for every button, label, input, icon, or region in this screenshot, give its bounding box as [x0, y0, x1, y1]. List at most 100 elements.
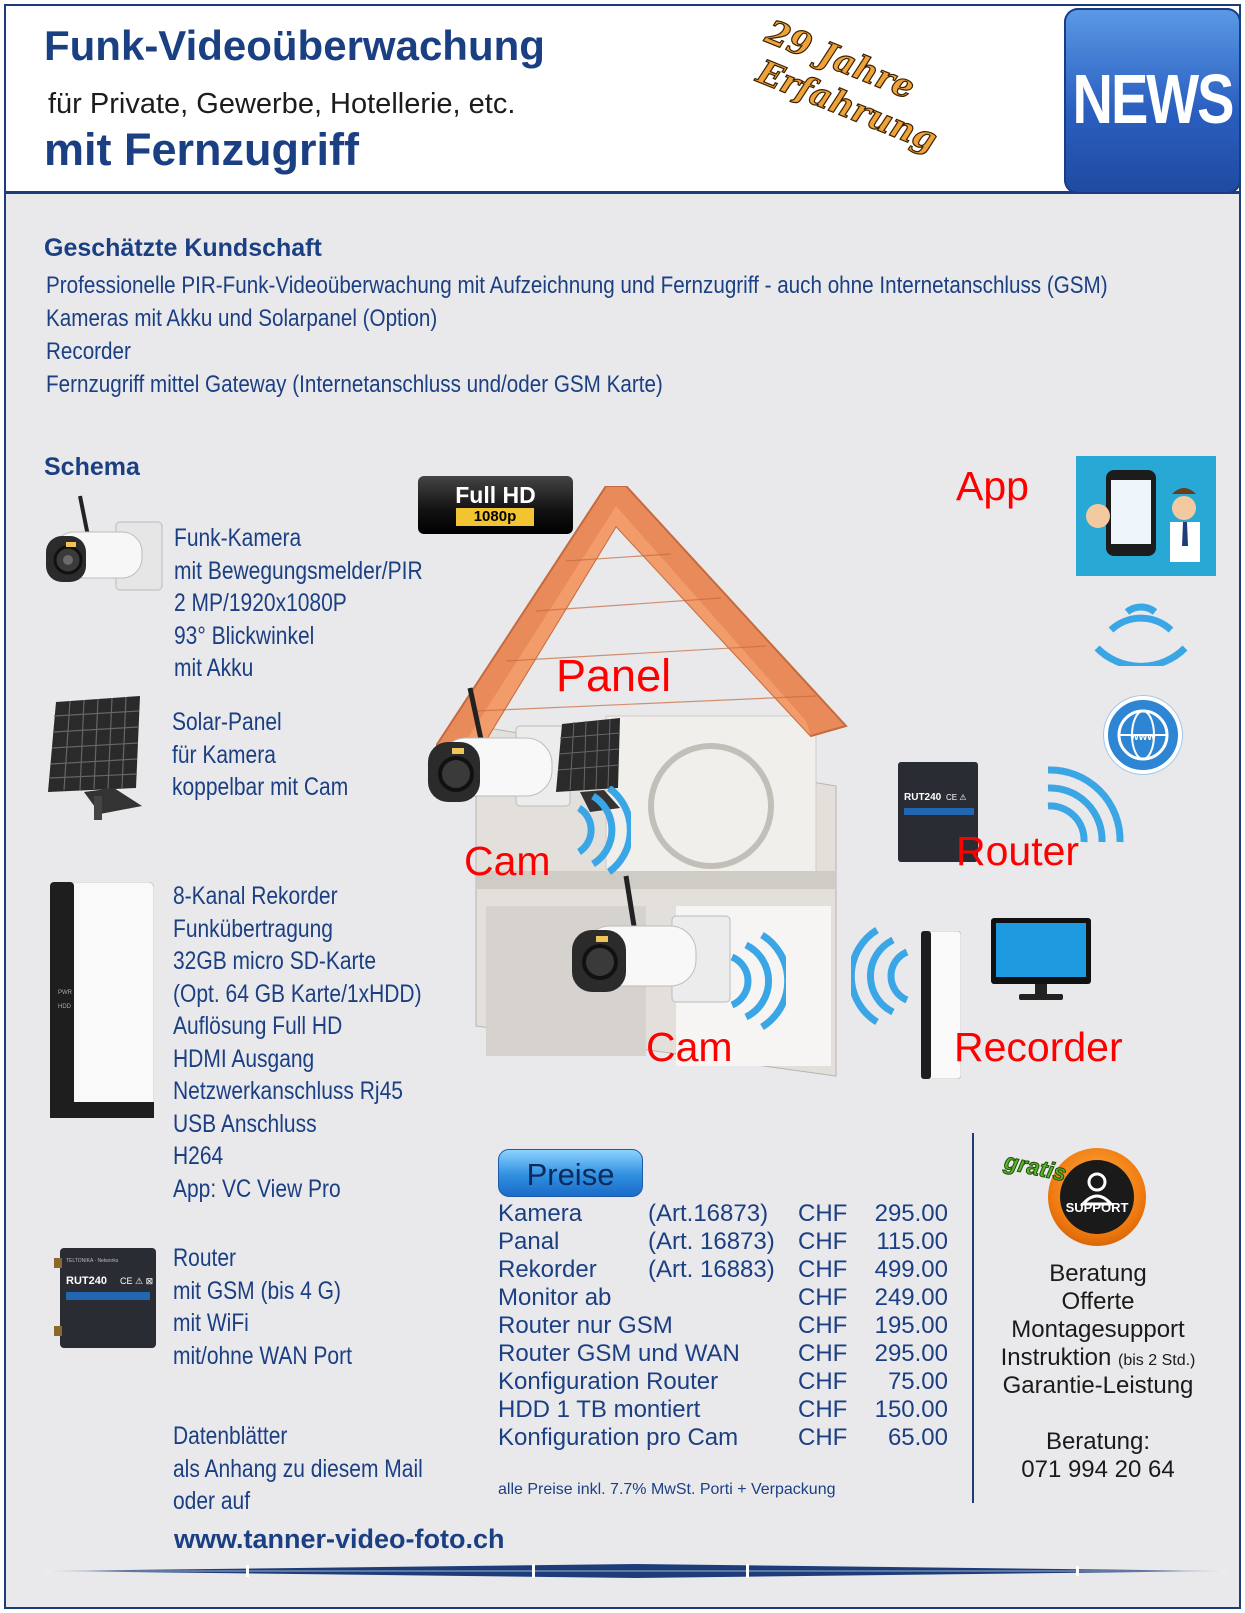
router-spec: mit WiFi [173, 1309, 249, 1337]
support-person-icon [1060, 1160, 1134, 1234]
label-recorder: Recorder [954, 1024, 1123, 1070]
recorder-spec: Auflösung Full HD [173, 1012, 343, 1040]
price-value: 249.00 [874, 1284, 948, 1311]
price-currency: CHF [798, 1228, 848, 1255]
label-app: App [956, 463, 1029, 509]
price-item: Router GSM und WAN [498, 1340, 740, 1367]
recorder-spec: Netzwerkanschluss Rj45 [173, 1077, 403, 1105]
price-item: Konfiguration Router [498, 1368, 719, 1395]
svg-text:HDD: HDD [58, 1004, 72, 1010]
price-currency: CHF [798, 1284, 848, 1311]
recorder-product-image: PWR HDD [50, 882, 154, 1118]
solar-spec: Solar-Panel [172, 708, 282, 736]
instruktion-note: (bis 2 Std.) [1118, 1352, 1196, 1369]
camera-product-image [46, 495, 163, 591]
price-item: Konfiguration pro Cam [498, 1424, 739, 1451]
price-currency: CHF [798, 1424, 848, 1451]
service-item: Beratung [1049, 1260, 1147, 1287]
router-spec: Router [173, 1244, 237, 1272]
footer-divider [46, 1564, 1226, 1578]
camera-spec: mit Akku [174, 654, 254, 682]
price-item: Rekorder [498, 1256, 597, 1283]
price-currency: CHF [798, 1200, 848, 1227]
camera-spec: 93° Blickwinkel [174, 621, 315, 650]
website-link[interactable]: www.tanner-video-foto.ch [174, 1524, 505, 1554]
recorder-spec: Funkübertragung [173, 914, 333, 943]
recorder-spec: App: VC View Pro [173, 1174, 341, 1203]
label-cam-top: Cam [464, 838, 551, 884]
price-value: 499.00 [874, 1256, 948, 1283]
router-spec: mit/ohne WAN Port [173, 1341, 352, 1370]
price-item: Panal [498, 1228, 560, 1255]
solar-panel-product-image [48, 696, 142, 820]
phone-icon [1086, 470, 1200, 562]
wifi-waves-router [1047, 766, 1124, 843]
support-badge: SUPPORT [1048, 1148, 1146, 1246]
label-panel: Panel [556, 650, 672, 701]
camera-spec: Funk-Kamera [174, 524, 302, 552]
page-title-second-line: mit Fernzugriff [44, 124, 359, 175]
svg-text:CE ⚠ ⊠: CE ⚠ ⊠ [120, 1276, 153, 1286]
price-value: 115.00 [876, 1228, 948, 1255]
datasheet-note: Datenblätter als Anhang zu diesem Mail o… [173, 1420, 423, 1518]
wifi-waves-app [1094, 603, 1188, 666]
router-brand: TELTONIKA · Networks [66, 1258, 119, 1264]
experience-stamp: 29 Jahre Erfahrung [751, 11, 944, 168]
camera-spec: mit Bewegungsmelder/PIR [174, 556, 423, 585]
intro-line: Professionelle PIR-Funk-Videoüberwachung… [46, 272, 1108, 299]
prices-heading-button: Preise [498, 1149, 643, 1197]
solar-spec: für Kamera [172, 740, 276, 769]
recorder-spec: HDMI Ausgang [173, 1044, 315, 1073]
recorder-spec: 8-Kanal Rekorder [173, 882, 338, 910]
price-article: (Art. 16883) [648, 1256, 775, 1283]
datasheet-line: Datenblätter [173, 1422, 288, 1450]
schema-heading: Schema [44, 453, 140, 481]
label-router: Router [956, 828, 1080, 874]
datasheet-line: als Anhang zu diesem Mail [173, 1454, 423, 1483]
price-currency: CHF [798, 1368, 848, 1395]
service-item: Garantie-Leistung [1002, 1372, 1194, 1399]
router-model: RUT240 [66, 1275, 107, 1287]
instruktion-text: Instruktion [1000, 1344, 1112, 1371]
price-value: 150.00 [874, 1396, 948, 1423]
column-divider [972, 1133, 974, 1503]
router-product-image: TELTONIKA · Networks RUT240 CE ⚠ ⊠ [54, 1248, 156, 1348]
internet-globe-icon: www [1104, 696, 1182, 774]
phone-number: 071 994 20 64 [1021, 1456, 1175, 1483]
recorder-spec: USB Anschluss [173, 1109, 317, 1138]
diagram-monitor [991, 918, 1091, 1000]
greeting-heading: Geschätzte Kundschaft [44, 234, 322, 262]
price-item: Router nur GSM [498, 1312, 673, 1339]
price-value: 295.00 [874, 1340, 948, 1367]
price-article: (Art. 16873) [648, 1228, 775, 1255]
intro-line: Kameras mit Akku und Solarpanel (Option) [46, 305, 438, 332]
service-item: Montagesupport [1011, 1316, 1185, 1343]
recorder-spec: (Opt. 64 GB Karte/1xHDD) [173, 979, 422, 1008]
globe-label: www [1129, 731, 1156, 743]
camera-description: Funk-Kamera mit Bewegungsmelder/PIR 2 MP… [174, 522, 423, 685]
service-item-instruktion: Instruktion (bis 2 Std.) [978, 1344, 1218, 1372]
price-footnote: alle Preise inkl. 7.7% MwSt. Porti + Ver… [498, 1481, 836, 1498]
price-item: HDD 1 TB montiert [498, 1396, 701, 1423]
svg-text:PWR: PWR [58, 990, 73, 996]
price-row: Monitor ab CHF 249.00 [498, 1284, 948, 1312]
full-hd-badge: Full HD 1080p [418, 476, 573, 534]
flyer-page: Funk-Videoüberwachung für Private, Gewer… [4, 4, 1241, 1609]
camera-spec: 2 MP/1920x1080P [174, 589, 347, 617]
intro-line: Recorder [46, 338, 131, 365]
full-hd-text: Full HD [455, 482, 536, 508]
price-item: Monitor ab [498, 1284, 612, 1311]
price-value: 295.00 [874, 1200, 948, 1227]
price-currency: CHF [798, 1396, 848, 1423]
news-badge: NEWS [1064, 8, 1241, 194]
price-value: 195.00 [874, 1312, 948, 1339]
price-item: Kamera [498, 1200, 583, 1227]
wifi-waves-camera-top [576, 786, 631, 875]
diagram-camera-bottom [572, 875, 731, 1003]
app-smartphone-image [1076, 456, 1216, 576]
price-row: Panal (Art. 16873) CHF 115.00 [498, 1228, 948, 1256]
